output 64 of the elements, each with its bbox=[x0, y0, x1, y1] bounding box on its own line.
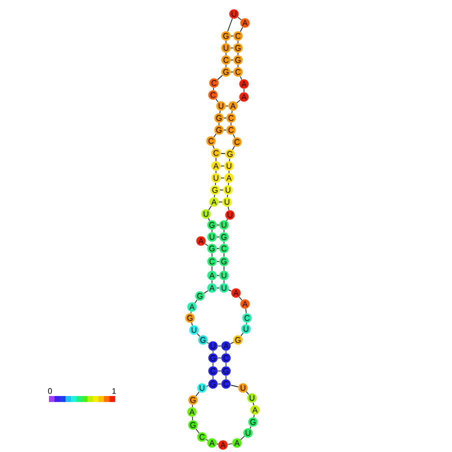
backbone-line bbox=[226, 218, 228, 222]
backbone-line bbox=[232, 146, 235, 150]
backbone-line bbox=[230, 342, 234, 344]
backbone-line bbox=[227, 194, 228, 198]
backbone-line bbox=[216, 98, 218, 102]
backbone-line bbox=[217, 74, 223, 80]
base-pair-line bbox=[216, 261, 220, 262]
backbone-line bbox=[192, 416, 193, 420]
backbone-line bbox=[250, 426, 252, 429]
backbone-line bbox=[196, 428, 200, 434]
backbone-line bbox=[236, 100, 241, 104]
backbone-line bbox=[208, 206, 212, 210]
backbone-line bbox=[204, 290, 208, 294]
backbone-line bbox=[240, 26, 244, 32]
backbone-line bbox=[215, 182, 216, 186]
backbone-line bbox=[240, 436, 245, 440]
backbone-line bbox=[191, 322, 193, 326]
base-pair-line bbox=[218, 370, 222, 372]
backbone-line bbox=[204, 243, 208, 246]
backbone-line bbox=[228, 170, 230, 174]
backbone-line bbox=[231, 110, 233, 114]
backbone-line bbox=[212, 376, 214, 380]
backbone-line bbox=[218, 122, 220, 126]
backbone-line bbox=[245, 308, 247, 314]
backbone-line bbox=[219, 110, 221, 114]
backbone-line bbox=[232, 134, 236, 138]
base-pair-line bbox=[216, 236, 220, 238]
backbone-line bbox=[253, 414, 255, 418]
backbone-line bbox=[227, 18, 233, 32]
backbone-line bbox=[252, 402, 254, 406]
backbone-line bbox=[237, 16, 242, 20]
backbone-line bbox=[196, 392, 200, 396]
backbone-line bbox=[196, 333, 200, 337]
backbone-line bbox=[229, 158, 230, 162]
backbone-line bbox=[214, 194, 215, 198]
backbone-line bbox=[206, 439, 208, 441]
base-pair-line bbox=[216, 248, 220, 249]
backbone-line bbox=[192, 404, 193, 408]
scale-label: 0 bbox=[48, 388, 52, 394]
backbone-line bbox=[212, 362, 214, 366]
backbone-line bbox=[212, 145, 214, 149]
backbone-line bbox=[214, 134, 216, 138]
backbone-line bbox=[190, 311, 192, 314]
base-pair-line bbox=[220, 153, 226, 154]
backbone-line bbox=[246, 322, 247, 324]
backbone-line bbox=[228, 206, 230, 211]
backbone-line bbox=[194, 300, 198, 304]
backbone-line bbox=[240, 76, 242, 80]
backbone-line bbox=[246, 391, 250, 395]
backbone-line bbox=[206, 342, 210, 344]
backbone-line bbox=[240, 332, 244, 336]
backbone-line bbox=[228, 443, 232, 445]
backbone-line bbox=[213, 88, 214, 90]
base-pair-line bbox=[216, 224, 220, 226]
backbone-line bbox=[228, 182, 229, 186]
backbone-line bbox=[206, 385, 209, 387]
scale-label: 1 bbox=[112, 388, 116, 394]
backbone-line bbox=[230, 384, 239, 388]
backbone-line bbox=[212, 350, 214, 354]
base-pair-line bbox=[216, 275, 220, 276]
backbone-line bbox=[228, 290, 232, 292]
backbone-line bbox=[238, 296, 242, 301]
backbone-line bbox=[208, 218, 210, 222]
backbone-line bbox=[230, 122, 232, 126]
